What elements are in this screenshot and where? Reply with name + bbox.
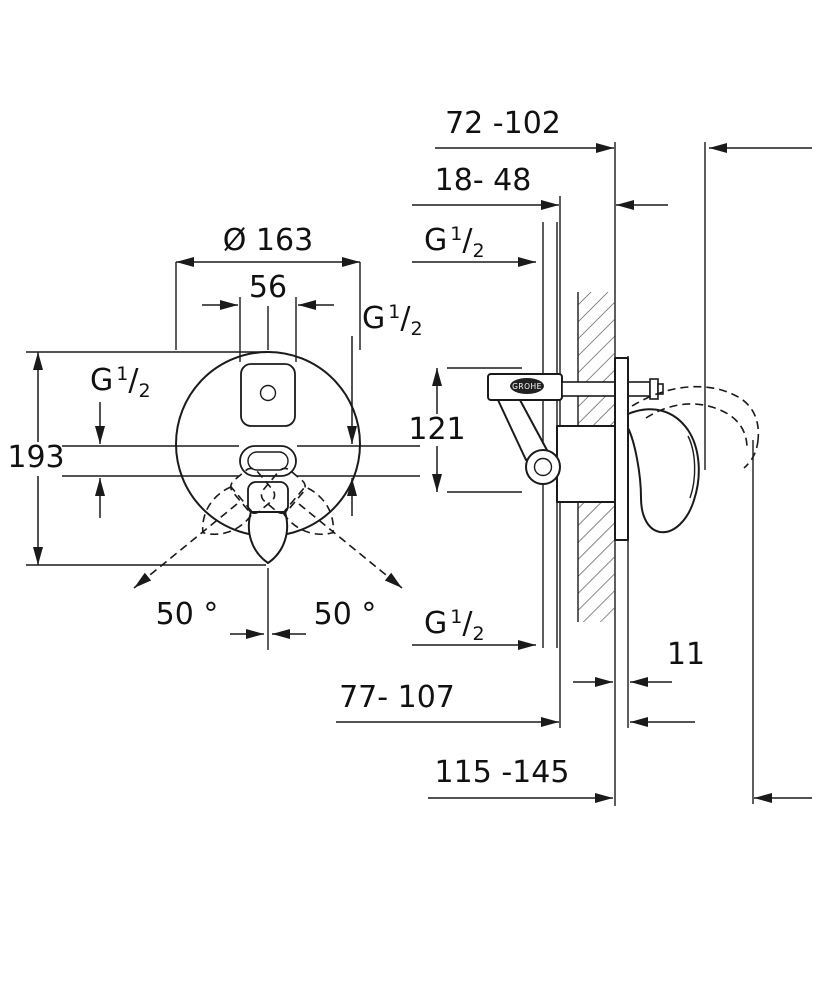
escutcheon-side: [614, 357, 629, 541]
dim-projection-label: 72 -102: [445, 106, 561, 141]
dim-depth-mid-label: 77- 107: [339, 680, 455, 715]
swing-angle-line-left: [133, 503, 238, 589]
brand-logo-badge: [510, 378, 544, 394]
side-view: GROHE: [487, 142, 760, 806]
escutcheon-plate-front: [175, 351, 361, 537]
volume-control-outer: [525, 449, 561, 485]
dim-height-mask: [10, 442, 62, 476]
lever-handle-accent: [687, 435, 696, 499]
cartridge-screw: [259, 384, 277, 402]
lever-swing-dashed-tip: [743, 439, 759, 469]
angle-left-label: 50 °: [156, 597, 219, 632]
diverter-knob-tip: [657, 383, 664, 395]
dim-diameter-label: Ø 163: [223, 223, 313, 258]
dim-height-label: 193: [7, 440, 64, 475]
dim-plate-thickness-label: 11: [667, 637, 705, 672]
diverter-knob: [649, 378, 659, 400]
angle-right-label: 50 °: [314, 597, 377, 632]
diverter-spindle: [561, 381, 651, 397]
dim-width-label: 56: [249, 270, 287, 305]
dim-recess-label: 18- 48: [435, 163, 532, 198]
brand-logo-text: GROHE: [512, 382, 542, 391]
lever-blade-front: [247, 511, 289, 564]
dim-body-height-mask: [406, 414, 468, 446]
spout-slot-inner: [247, 451, 289, 471]
spout-slot-outer: [239, 445, 297, 477]
volume-control-inner: [533, 457, 553, 477]
cartridge-outline: [240, 363, 296, 427]
swing-angle-line-right: [298, 503, 403, 589]
front-view: 50 ° 50 °: [62, 306, 420, 650]
lever-swing-dashed-outer: [631, 385, 760, 441]
lever-handle-side: [627, 408, 700, 534]
dim-body-height-label: 121: [408, 412, 465, 447]
dim-depth-total-label: 115 -145: [435, 755, 570, 790]
